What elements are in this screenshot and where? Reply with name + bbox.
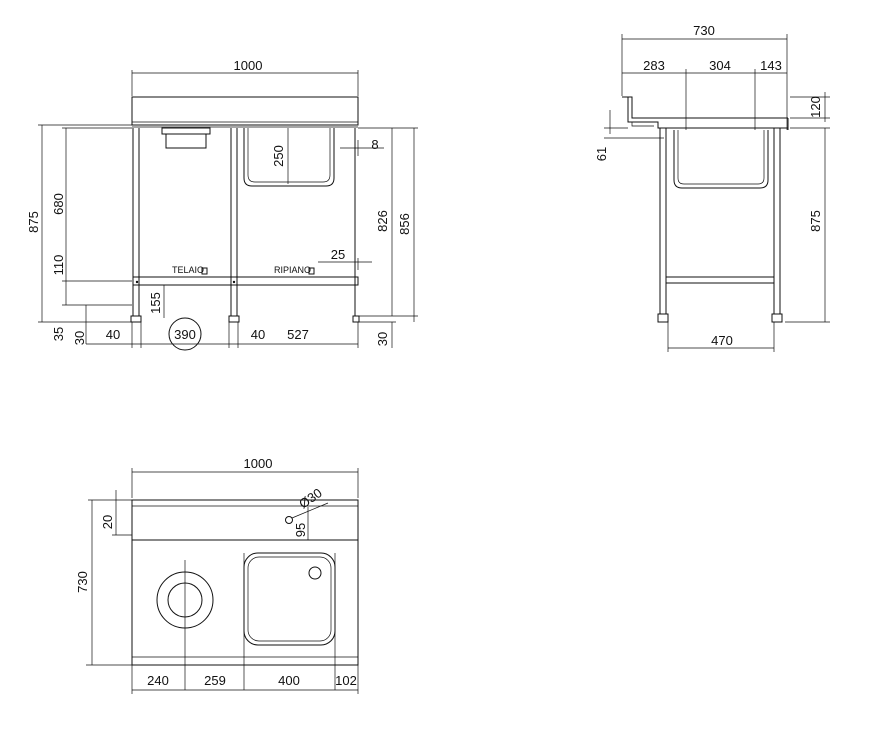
front-width-label: 1000 [234, 58, 263, 73]
shelf-offset-label: 25 [331, 247, 345, 262]
d4-label: 102 [335, 673, 357, 688]
frame-height-label: 856 [397, 213, 412, 235]
sink-height-label: 826 [375, 210, 390, 232]
frame-label: TELAIO [172, 265, 204, 275]
right-span-label: 527 [287, 327, 309, 342]
side-seg3-label: 143 [760, 58, 782, 73]
top-width-label: 1000 [244, 456, 273, 471]
side-seg1-label: 283 [643, 58, 665, 73]
back-label: 20 [100, 515, 115, 529]
d1-label: 240 [147, 673, 169, 688]
side-seg2-label: 304 [709, 58, 731, 73]
leg-height-label: 680 [51, 193, 66, 215]
d2-label: 259 [204, 673, 226, 688]
shelf-clearance-label: 155 [148, 292, 163, 314]
waste-dia-label: 390 [174, 327, 196, 342]
front-view: 1000 250 TELAIO RIPIANO [26, 58, 418, 351]
side-base-label: 470 [711, 333, 733, 348]
foot-label: 35 [51, 327, 66, 341]
left-offset-label: 40 [106, 327, 120, 342]
side-upstand-label: 120 [808, 96, 823, 118]
total-height-label: 875 [26, 211, 41, 233]
foot-inner-label: 30 [72, 331, 87, 345]
top-depth-label: 730 [75, 571, 90, 593]
mid-offset-label: 40 [251, 327, 265, 342]
top-thickness-label: 8 [371, 137, 378, 152]
tap-offset-label: 95 [293, 523, 308, 537]
top-view: 1000 Ø30 95 20 730 240 2 [75, 456, 359, 694]
shelf-height-label: 110 [51, 255, 66, 276]
tap-hole-label: Ø30 [296, 485, 325, 511]
side-view: 730 283 304 143 120 61 [594, 23, 830, 352]
basin-depth-label: 250 [271, 145, 286, 167]
d3-label: 400 [278, 673, 300, 688]
side-edge-label: 61 [594, 147, 609, 161]
side-height-label: 875 [808, 210, 823, 232]
side-depth-label: 730 [693, 23, 715, 38]
shelf-label: RIPIANO [274, 265, 311, 275]
right-foot-label: 30 [375, 332, 390, 346]
